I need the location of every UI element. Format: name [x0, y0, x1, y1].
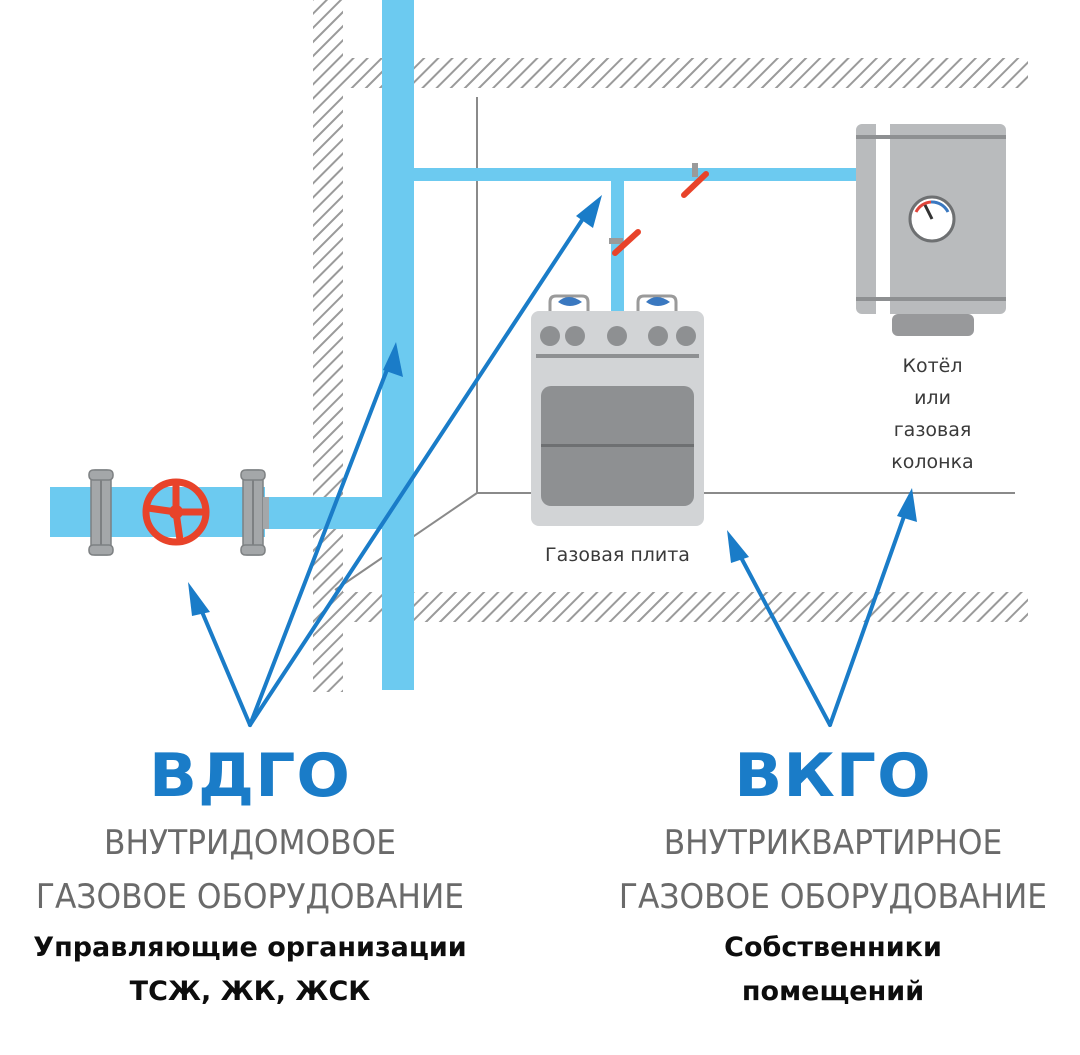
- section-vdgo: ВДГО ВНУТРИДОМОВОЕ ГАЗОВОЕ ОБОРУДОВАНИЕ …: [0, 740, 500, 1014]
- section-abbr: ВДГО: [148, 741, 352, 811]
- arrow-icon: [195, 598, 252, 727]
- section-responsible: Собственники помещений: [583, 926, 1080, 1014]
- section-responsible: Управляющие организации ТСЖ, ЖК, ЖСК: [0, 926, 500, 1014]
- boiler-label: Котёл или газовая колонка: [855, 350, 1010, 478]
- arrow-icon: [248, 206, 592, 727]
- branch-pipe-thin: [700, 171, 860, 179]
- arrow-icon: [188, 582, 210, 616]
- responsible-line: Собственники: [724, 932, 942, 963]
- left-wall-lower: [313, 622, 343, 692]
- floor-slab: [313, 592, 1028, 622]
- riser-pipe: [382, 0, 414, 690]
- responsible-line: ТСЖ, ЖК, ЖСК: [129, 976, 371, 1007]
- full-name-line: ГАЗОВОЕ ОБОРУДОВАНИЕ: [618, 877, 1048, 917]
- stove-drop-pipe: [611, 181, 624, 311]
- section-vkgo: ВКГО ВНУТРИКВАРТИРНОЕ ГАЗОВОЕ ОБОРУДОВАН…: [583, 740, 1080, 1014]
- full-name-line: ВНУТРИДОМОВОЕ: [104, 823, 396, 863]
- building-walls: [313, 0, 1028, 692]
- section-abbr: ВКГО: [734, 741, 932, 811]
- flange-right: [240, 469, 269, 556]
- arrow-icon: [897, 488, 917, 522]
- full-name-line: ГАЗОВОЕ ОБОРУДОВАНИЕ: [35, 877, 465, 917]
- arrow-icon: [828, 506, 909, 727]
- responsible-line: Управляющие организации: [33, 932, 467, 963]
- shutoff-valve-icon: [609, 229, 641, 256]
- gas-pipes: [50, 0, 860, 690]
- arrow-icon: [248, 360, 392, 727]
- gas-stove-icon: [531, 294, 704, 526]
- arrow-icon: [727, 530, 749, 563]
- boiler-label-line: или: [914, 387, 951, 409]
- full-name-line: ВНУТРИКВАРТИРНОЕ: [663, 823, 1003, 863]
- section-full-name: ВНУТРИКВАРТИРНОЕ ГАЗОВОЕ ОБОРУДОВАНИЕ: [603, 816, 1063, 924]
- responsible-line: помещений: [741, 976, 925, 1007]
- stove-label: Газовая плита: [545, 544, 690, 566]
- arrow-icon: [383, 342, 403, 377]
- boiler-label-line: газовая: [893, 419, 972, 441]
- ceiling-slab: [343, 58, 1028, 88]
- boiler-label-line: Котёл: [902, 355, 963, 377]
- flange-left: [88, 469, 114, 556]
- boiler-label-line: колонка: [891, 451, 974, 473]
- arrows: [188, 195, 917, 727]
- pressure-gauge-icon: [908, 195, 956, 243]
- section-full-name: ВНУТРИДОМОВОЕ ГАЗОВОЕ ОБОРУДОВАНИЕ: [20, 816, 480, 924]
- arrow-icon: [734, 546, 832, 727]
- shutoff-valve-icon: [681, 163, 709, 198]
- valve-wheel-icon: [142, 478, 210, 546]
- arrow-icon: [576, 195, 602, 228]
